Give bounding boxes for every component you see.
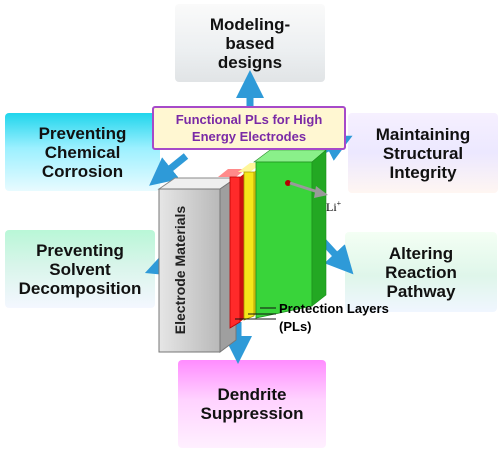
outcome-dendrite-box: Dendrite Suppression xyxy=(178,360,326,448)
outcome-pathway-text: Altering Reaction Pathway xyxy=(385,243,457,301)
ion-arrow xyxy=(289,181,328,198)
li-ion-charge: + xyxy=(336,199,342,208)
li-ion-dot xyxy=(285,180,291,186)
electrode-slab xyxy=(157,177,238,353)
outcome-solvent-text: Preventing Solvent Decomposition xyxy=(18,240,142,298)
pl-leader-lines xyxy=(235,307,276,320)
outcome-pathway-box: Altering Reaction Pathway xyxy=(345,232,497,312)
li-ion-symbol: Li xyxy=(326,200,337,214)
outcome-corrosion-text: Preventing Chemical Corrosion xyxy=(38,123,127,181)
outcome-structural-text: Maintaining Structural Integrity xyxy=(375,124,471,182)
outcome-dendrite-text: Dendrite Suppression xyxy=(200,385,304,423)
li-ion-label: Li+ xyxy=(326,199,341,215)
electrode-materials-label: Electrode Materials xyxy=(172,205,188,335)
protection-layer-green xyxy=(253,149,327,319)
outcome-structural-box: Maintaining Structural Integrity xyxy=(348,113,498,193)
arrow-up-left xyxy=(149,153,189,186)
outcome-modeling-text: Modeling-based designs xyxy=(209,14,291,72)
outcome-modeling-box: Modeling-based designs xyxy=(175,4,325,82)
outcome-corrosion-box: Preventing Chemical Corrosion xyxy=(5,113,160,191)
central-title: Functional PLs for High Energy Electrode… xyxy=(152,106,346,150)
outcome-solvent-box: Preventing Solvent Decomposition xyxy=(5,230,155,308)
